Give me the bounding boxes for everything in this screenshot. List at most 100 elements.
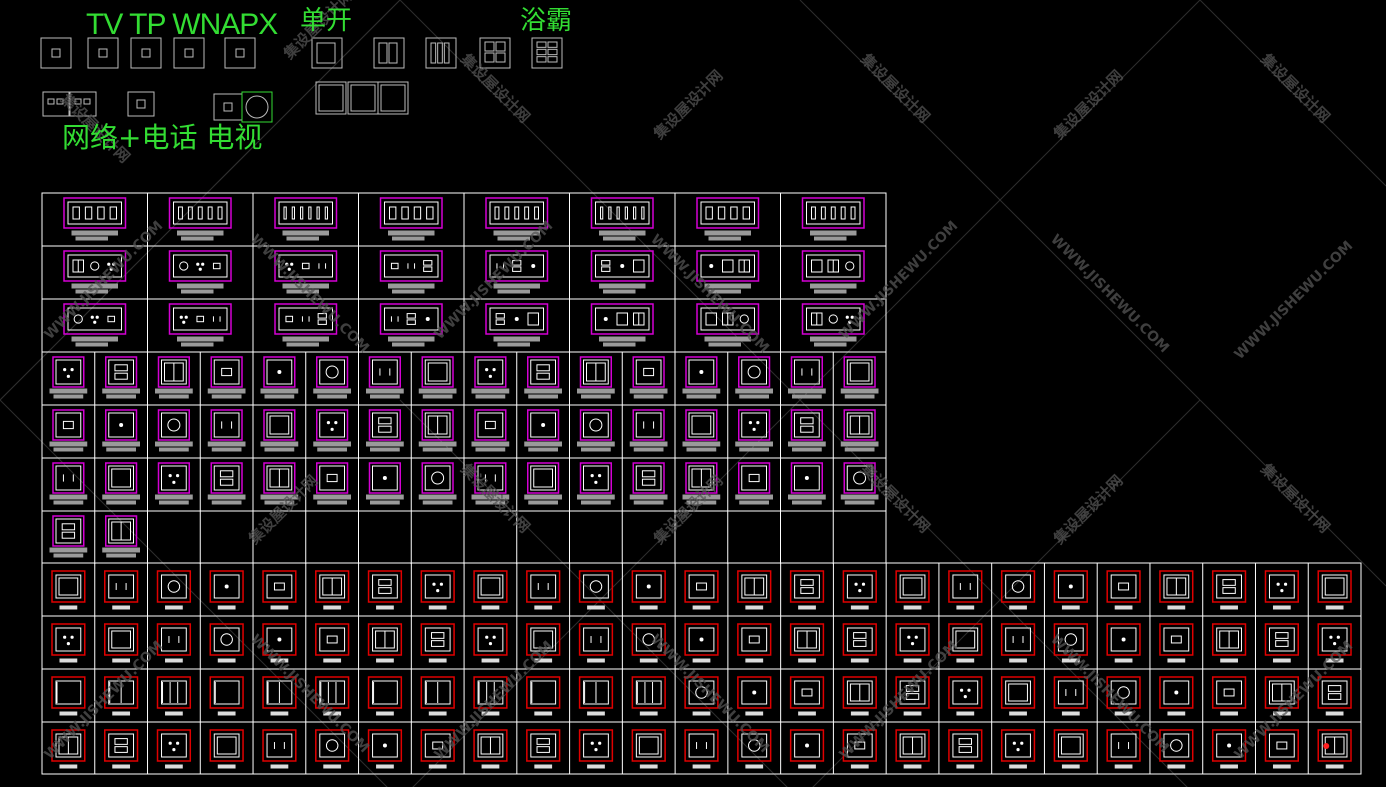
symbol-caption <box>102 441 140 447</box>
glyph-key <box>524 206 530 220</box>
symbol-caption <box>603 289 636 294</box>
symbol-frame <box>210 409 243 441</box>
symbol-caption <box>376 711 394 716</box>
switch-key <box>484 41 495 52</box>
lower-symbol <box>104 623 139 663</box>
panel-inner <box>318 84 344 112</box>
symbol-plate <box>635 574 662 599</box>
symbol-caption <box>481 658 500 663</box>
switch-key <box>536 41 547 48</box>
symbol-frame <box>1106 729 1141 762</box>
symbol-plate <box>1005 627 1031 652</box>
symbol-plate <box>372 627 398 652</box>
symbol-caption <box>739 447 769 452</box>
glyph-port <box>641 478 656 486</box>
symbol-frame <box>157 356 190 388</box>
glyph-pin <box>63 368 67 372</box>
lower-symbol <box>737 676 772 716</box>
symbol-caption <box>264 447 295 452</box>
symbol-plate <box>688 733 715 758</box>
glyph-port <box>536 372 550 380</box>
symbol-caption <box>366 494 404 500</box>
legend-switch-2 <box>425 37 457 69</box>
symbol-plate <box>741 680 768 705</box>
panel-inner <box>350 84 376 112</box>
upper-symbol <box>313 409 351 452</box>
glyph-port <box>853 640 867 647</box>
symbol-caption <box>475 447 506 452</box>
symbol-plate <box>384 254 439 278</box>
symbol-plate <box>477 359 504 385</box>
symbol-plate <box>161 465 187 491</box>
symbol-caption <box>53 553 84 558</box>
upper-symbol <box>577 462 615 505</box>
symbol-caption <box>497 236 530 241</box>
lower-symbol <box>737 729 772 769</box>
lower-symbol <box>842 570 877 610</box>
symbol-caption <box>708 342 741 347</box>
symbol-plate <box>806 254 861 278</box>
upper-symbol <box>682 409 721 452</box>
upper-symbol <box>801 197 865 241</box>
symbol-plate <box>424 574 451 599</box>
symbol-plate <box>1163 574 1190 599</box>
symbol-frame <box>156 570 192 603</box>
symbol-frame <box>209 676 244 709</box>
symbol-plate <box>108 359 134 385</box>
symbol-frame <box>948 623 983 656</box>
glyph-key <box>533 468 553 488</box>
glyph-pin <box>914 635 918 639</box>
glyph-hole <box>642 633 655 646</box>
glyph-key <box>426 206 434 220</box>
glyph-dot <box>752 690 757 695</box>
glyph-key <box>738 259 750 273</box>
symbol-plate <box>635 680 662 705</box>
symbol-caption <box>313 441 351 447</box>
lower-symbol <box>1159 729 1194 769</box>
lower-symbol <box>156 729 192 769</box>
symbol-plate <box>213 465 240 491</box>
glyph-pin <box>290 262 294 266</box>
glyph-key <box>811 259 823 273</box>
glyph-port <box>317 313 327 319</box>
lower-symbol <box>895 729 930 769</box>
symbol-plate <box>952 733 979 758</box>
symbol-caption <box>75 289 108 294</box>
symbol-frame <box>1159 623 1194 656</box>
glyph-pin <box>66 642 70 646</box>
symbol-caption <box>704 230 751 236</box>
legend-netsocket-1 <box>69 91 97 117</box>
symbol-plate <box>688 359 715 385</box>
glyph-port <box>643 367 655 377</box>
symbol-caption <box>112 764 131 769</box>
symbol-plate <box>161 574 187 599</box>
socket-slot <box>235 48 245 58</box>
symbol-caption <box>392 342 425 347</box>
glyph-pin <box>112 262 116 266</box>
upper-symbol <box>274 250 338 294</box>
lower-symbol <box>420 623 455 663</box>
upper-symbol <box>735 409 773 452</box>
symbol-caption <box>112 658 131 663</box>
symbol-caption <box>282 230 329 236</box>
glyph-key <box>111 521 131 541</box>
symbol-caption <box>155 494 193 500</box>
glyph-pin <box>287 267 291 271</box>
symbol-frame <box>473 570 508 603</box>
glyph-pin <box>1012 741 1016 745</box>
glyph-key <box>641 206 645 220</box>
symbol-caption <box>1167 711 1186 716</box>
lower-symbol <box>156 623 192 663</box>
symbol-caption <box>388 336 435 342</box>
symbol-plate <box>794 733 820 758</box>
glyph-port <box>378 425 392 433</box>
upper-symbol-table <box>41 192 887 564</box>
glyph-hole <box>1170 739 1183 752</box>
symbol-frame <box>274 250 338 282</box>
symbol-caption <box>788 494 826 500</box>
symbol-frame <box>263 356 296 388</box>
glyph-port <box>212 262 221 270</box>
upper-symbol <box>629 462 668 505</box>
netsocket-frame <box>42 91 70 117</box>
symbol-plate <box>530 733 557 758</box>
